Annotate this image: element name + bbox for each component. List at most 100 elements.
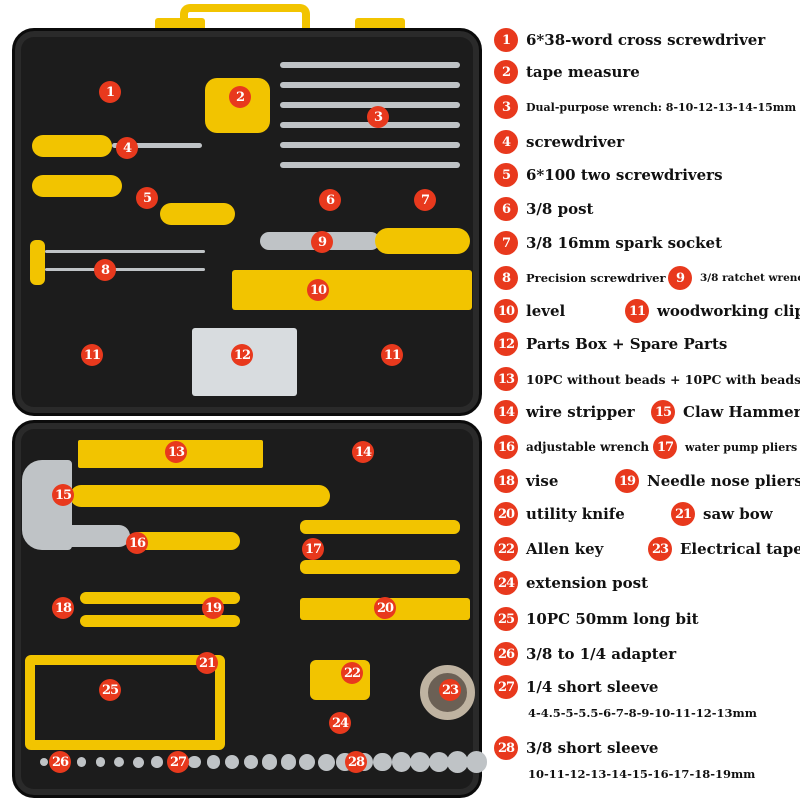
legend-label: utility knife [526, 505, 625, 523]
electrical-tape [420, 665, 475, 720]
image-marker-3: 3 [367, 106, 389, 128]
number-badge: 2 [494, 60, 518, 84]
water-pump-pliers [300, 520, 460, 534]
legend-label: Allen key [526, 540, 604, 558]
number-badge: 11 [625, 299, 649, 323]
screwdriver [32, 135, 112, 157]
legend-item-26: 26 3/8 to 1/4 adapter [494, 642, 676, 666]
legend-label: 10PC without beads + 10PC with beads [526, 371, 800, 387]
socket [151, 756, 163, 768]
legend-label: adjustable wrench [526, 440, 650, 454]
legend-item-1: 1 6*38-word cross screwdriver [494, 28, 765, 52]
image-marker-16: 16 [126, 532, 148, 554]
socket [114, 756, 125, 768]
legend-item-18: 18 vise [494, 469, 558, 493]
hacksaw [25, 655, 225, 750]
legend-label: 3/8 short sleeve [526, 739, 659, 757]
number-badge: 8 [494, 266, 518, 290]
number-badge: 18 [494, 469, 518, 493]
socket [243, 754, 259, 770]
socket [373, 752, 392, 772]
hammer-handle [70, 485, 330, 507]
legend-item-11: 11 woodworking clip [625, 299, 800, 323]
number-badge: 16 [494, 435, 518, 459]
image-marker-2: 2 [229, 86, 251, 108]
legend-label: 6*38-word cross screwdriver [526, 31, 766, 49]
legend-label: woodworking clip [657, 302, 800, 320]
number-badge: 7 [494, 231, 518, 255]
number-badge: 1 [494, 28, 518, 52]
screwdriver-shaft [112, 143, 202, 148]
socket [77, 757, 87, 767]
legend-label: 3/8 ratchet wrench [700, 272, 800, 284]
adjustable-wrench [60, 525, 130, 547]
socket [95, 757, 106, 767]
socket [132, 756, 144, 768]
image-marker-10: 10 [307, 279, 329, 301]
number-badge: 22 [494, 537, 518, 561]
image-marker-24: 24 [329, 712, 351, 734]
legend-label: saw bow [703, 505, 773, 523]
socket [40, 758, 48, 766]
socket [428, 751, 450, 773]
number-badge: 3 [494, 95, 518, 119]
number-badge: 26 [494, 642, 518, 666]
legend-label: water pump pliers [685, 440, 798, 454]
legend-item-21: 21 saw bow [671, 502, 773, 526]
image-marker-22: 22 [341, 662, 363, 684]
image-marker-15: 15 [52, 484, 74, 506]
legend-item-9: 93/8 ratchet wrench [668, 266, 800, 290]
legend-item-8: 8 Precision screwdriver [494, 266, 666, 290]
number-badge: 21 [671, 502, 695, 526]
image-marker-9: 9 [311, 231, 333, 253]
wrench [280, 82, 460, 88]
water-pump-pliers [300, 560, 460, 574]
wrench [280, 62, 460, 68]
image-marker-23: 23 [439, 679, 461, 701]
pliers [80, 615, 240, 627]
image-marker-20: 20 [374, 597, 396, 619]
socket [206, 755, 220, 769]
screwdriver [160, 203, 235, 225]
legend-label: Precision screwdriver [526, 271, 666, 285]
image-marker-6: 6 [319, 189, 341, 211]
legend-label: 3/8 16mm spark socket [526, 234, 723, 252]
number-badge: 27 [494, 675, 518, 699]
image-marker-21: 21 [196, 652, 218, 674]
image-marker-7: 7 [414, 189, 436, 211]
number-badge: 14 [494, 400, 518, 424]
legend-label: 3/8 post [526, 200, 594, 218]
legend-label: Needle nose pliers [647, 472, 800, 490]
socket [410, 752, 430, 772]
legend-label: vise [526, 472, 559, 490]
socket [262, 754, 278, 770]
legend-item-22: 22 Allen key [494, 537, 603, 561]
image-marker-17: 17 [302, 538, 324, 560]
image-marker-8: 8 [94, 259, 116, 281]
number-badge: 12 [494, 332, 518, 356]
number-badge: 15 [651, 400, 675, 424]
legend-label: 3/8 to 1/4 adapter [526, 645, 677, 663]
precision-shaft [45, 268, 205, 271]
level-tool [232, 270, 472, 310]
legend-item-19: 19 Needle nose pliers [615, 469, 800, 493]
adjustable-wrench-handle [130, 532, 240, 550]
legend-label: wire stripper [526, 403, 635, 421]
precision-screwdriver [30, 240, 45, 285]
legend-label: 6*100 two screwdrivers [526, 166, 723, 184]
legend-item-16: 16 adjustable wrench [494, 435, 649, 459]
socket [188, 755, 201, 769]
number-badge: 20 [494, 502, 518, 526]
number-badge: 19 [615, 469, 639, 493]
image-marker-5: 5 [136, 187, 158, 209]
